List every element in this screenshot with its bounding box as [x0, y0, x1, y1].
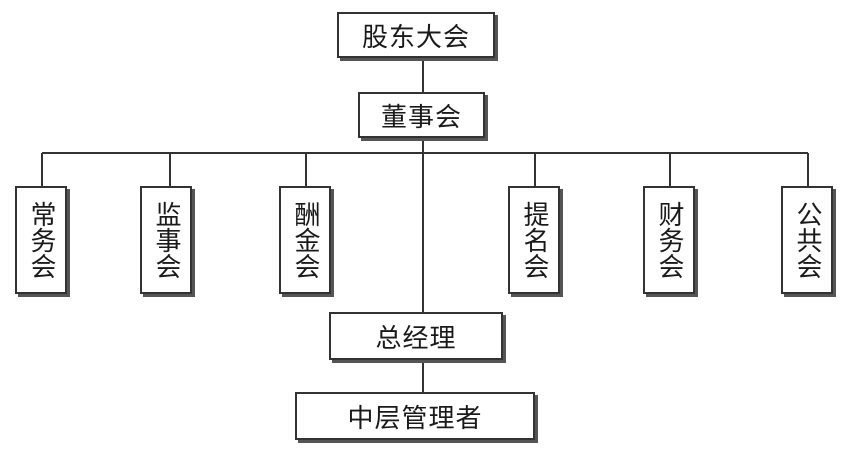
committee-box-5: 财务会: [643, 186, 695, 294]
shareholders-meeting-box: 股东大会: [337, 12, 495, 58]
middle-managers-label: 中层管理者: [347, 403, 483, 434]
general-manager-box: 总经理: [329, 312, 503, 360]
committee-label: 酬金会: [290, 201, 320, 279]
committee-label: 公共会: [792, 201, 822, 279]
committee-box-3: 酬金会: [279, 186, 331, 294]
general-manager-label: 总经理: [375, 323, 457, 354]
committee-label: 监事会: [151, 201, 181, 279]
board-of-directors-label: 董事会: [380, 102, 462, 133]
committee-box-1: 常务会: [15, 186, 67, 294]
committee-box-6: 公共会: [781, 186, 833, 294]
board-of-directors-box: 董事会: [358, 92, 485, 138]
committee-label: 提名会: [519, 201, 549, 279]
middle-managers-box: 中层管理者: [295, 392, 535, 440]
shareholders-meeting-label: 股东大会: [361, 22, 470, 53]
committee-box-2: 监事会: [140, 186, 192, 294]
committee-box-4: 提名会: [508, 186, 560, 294]
committee-label: 财务会: [654, 201, 684, 279]
committee-label: 常务会: [26, 201, 56, 279]
